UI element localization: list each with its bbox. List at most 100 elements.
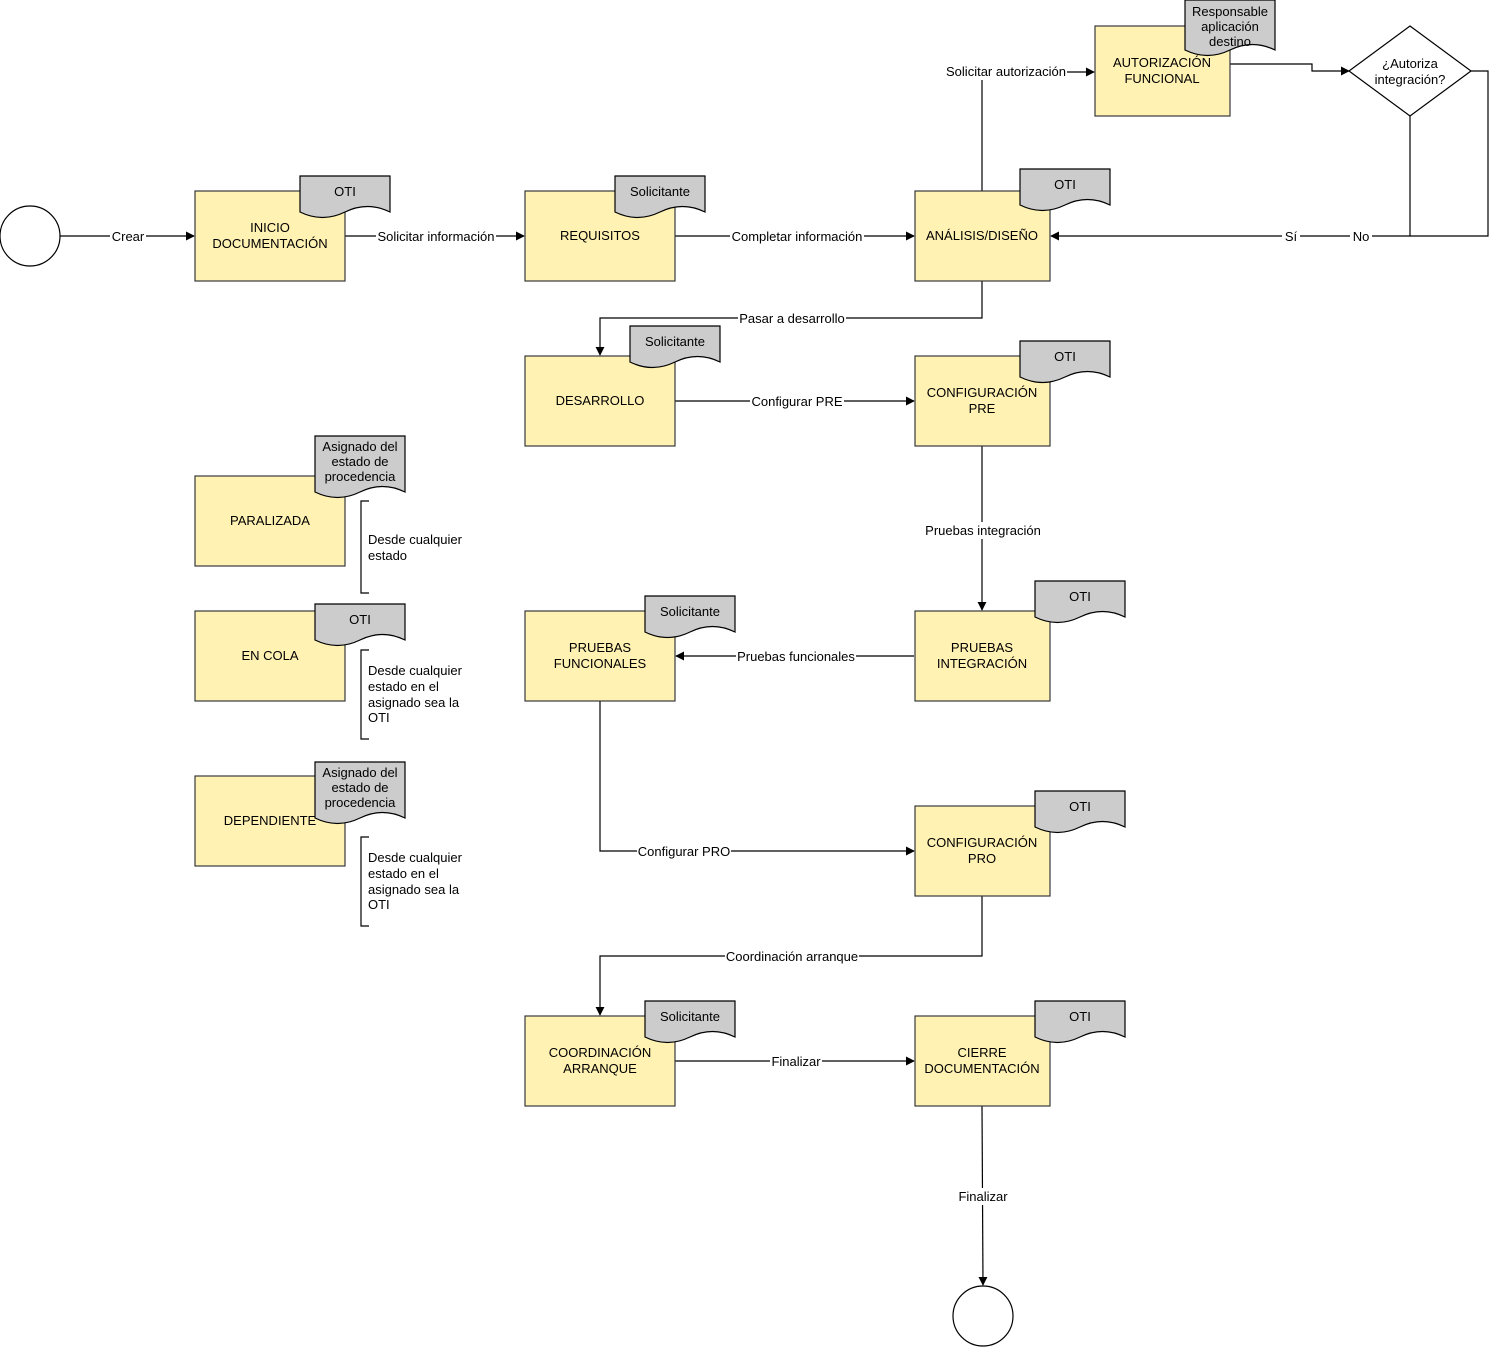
- role-text: OTI: [1054, 349, 1076, 364]
- state-label-line-1: AUTORIZACIÓN: [1113, 55, 1211, 70]
- state-label: DESARROLLO: [556, 393, 645, 408]
- role-text-line-1: Asignado del: [322, 439, 397, 454]
- state-label-line-2: DOCUMENTACIÓN: [924, 1061, 1039, 1076]
- state-label: ANÁLISIS/DISEÑO: [926, 228, 1038, 243]
- role-note-oti: [1034, 580, 1126, 624]
- state-label-line-1: CONFIGURACIÓN: [927, 835, 1038, 850]
- state-label: REQUISITOS: [560, 228, 640, 243]
- role-note-solicitante: [644, 595, 736, 639]
- state-label-line-2: PRE: [969, 401, 996, 416]
- decision-autoriza-integracion: ¿Autoriza integración?: [1347, 25, 1473, 117]
- annotation-line-3: asignado sea la: [368, 695, 460, 710]
- annotation-line-2: estado en el: [368, 679, 439, 694]
- role-text-line-3: destino: [1209, 34, 1251, 49]
- svg-text:Solicitar información: Solicitar información: [377, 229, 494, 244]
- role-note-responsable: [1184, 0, 1276, 57]
- svg-text:Sí: Sí: [1285, 229, 1298, 244]
- state-coordinacion-arranque: COORDINACIÓN ARRANQUE Solicitante: [524, 1000, 736, 1107]
- state-label-line-2: INTEGRACIÓN: [937, 656, 1027, 671]
- svg-text:No: No: [1353, 229, 1370, 244]
- role-text-line-2: aplicación: [1201, 19, 1259, 34]
- role-note-asignado: [314, 435, 406, 499]
- svg-text:Finalizar: Finalizar: [771, 1054, 821, 1069]
- role-text: Solicitante: [660, 1009, 720, 1024]
- role-note-oti: [1034, 790, 1126, 834]
- label-finalizar-2: Finalizar: [957, 1188, 1009, 1205]
- annotation-line-2: estado en el: [368, 866, 439, 881]
- label-pruebas-funcionales: Pruebas funcionales: [736, 648, 856, 665]
- role-text: OTI: [1054, 177, 1076, 192]
- state-label: PARALIZADA: [230, 513, 310, 528]
- role-text-line-2: estado de: [331, 780, 388, 795]
- annotation-line-3: asignado sea la: [368, 882, 460, 897]
- svg-text:Crear: Crear: [112, 229, 145, 244]
- state-label: DEPENDIENTE: [224, 813, 317, 828]
- svg-text:Configurar PRE: Configurar PRE: [751, 394, 842, 409]
- state-autorizacion-funcional: AUTORIZACIÓN FUNCIONAL Responsable aplic…: [1094, 0, 1276, 117]
- start-node: [0, 205, 61, 267]
- state-pruebas-integracion: PRUEBAS INTEGRACIÓN OTI: [914, 580, 1126, 702]
- state-label-line-2: FUNCIONALES: [554, 656, 647, 671]
- decision-label-line-2: integración?: [1375, 72, 1446, 87]
- state-paralizada: PARALIZADA Asignado del estado de proced…: [194, 435, 463, 594]
- svg-text:Configurar PRO: Configurar PRO: [638, 844, 730, 859]
- role-text: OTI: [334, 184, 356, 199]
- edge-labels: Crear Solicitar información Completar in…: [110, 63, 1372, 1205]
- state-label: EN COLA: [241, 648, 298, 663]
- label-pasar-desarrollo: Pasar a desarrollo: [738, 310, 846, 327]
- end-node: [952, 1285, 1014, 1347]
- role-note-oti: [1019, 340, 1111, 384]
- annotation-line-4: OTI: [368, 897, 390, 912]
- label-solicitar-informacion: Solicitar información: [376, 228, 496, 245]
- role-text: OTI: [1069, 799, 1091, 814]
- svg-text:Completar información: Completar información: [732, 229, 863, 244]
- edge-configurar-pro: [599, 701, 915, 856]
- state-label-line-2: PRO: [968, 851, 996, 866]
- state-label-line-1: PRUEBAS: [951, 640, 1013, 655]
- state-label-line-2: FUNCIONAL: [1124, 71, 1199, 86]
- role-text-line-2: estado de: [331, 454, 388, 469]
- role-note-solicitante: [644, 1000, 736, 1044]
- role-text: OTI: [1069, 1009, 1091, 1024]
- state-label-line-1: PRUEBAS: [569, 640, 631, 655]
- annotation-bracket: [360, 500, 369, 594]
- label-coordinacion-arranque: Coordinación arranque: [725, 948, 859, 965]
- state-cierre-documentacion: CIERRE DOCUMENTACIÓN OTI: [914, 1000, 1126, 1107]
- state-label-line-1: INICIO: [250, 220, 290, 235]
- state-label-line-1: COORDINACIÓN: [549, 1045, 652, 1060]
- svg-text:Solicitar autorización: Solicitar autorización: [946, 64, 1066, 79]
- role-text-line-3: procedencia: [325, 469, 397, 484]
- role-text: Solicitante: [660, 604, 720, 619]
- state-dependiente: DEPENDIENTE Asignado del estado de proce…: [194, 761, 463, 927]
- role-note-solicitante: [629, 325, 721, 369]
- label-configurar-pre: Configurar PRE: [750, 393, 844, 410]
- edge-no: [1410, 70, 1489, 237]
- state-label-line-2: ARRANQUE: [563, 1061, 637, 1076]
- label-si: Sí: [1282, 228, 1300, 245]
- role-note-oti: [1034, 1000, 1126, 1044]
- edge-to-decision: [1230, 63, 1350, 76]
- svg-text:Pruebas funcionales: Pruebas funcionales: [737, 649, 855, 664]
- role-text: Solicitante: [645, 334, 705, 349]
- state-pruebas-funcionales: PRUEBAS FUNCIONALES Solicitante: [524, 595, 736, 702]
- role-note-oti: [314, 603, 406, 647]
- svg-text:Pasar a desarrollo: Pasar a desarrollo: [739, 311, 845, 326]
- label-solicitar-autorizacion: Solicitar autorización: [945, 63, 1067, 80]
- annotation-bracket: [360, 836, 369, 927]
- state-desarrollo: DESARROLLO Solicitante: [524, 325, 721, 447]
- decision-label-line-1: ¿Autoriza: [1382, 56, 1438, 71]
- role-text: OTI: [1069, 589, 1091, 604]
- state-requisitos: REQUISITOS Solicitante: [524, 175, 706, 282]
- state-configuracion-pro: CONFIGURACIÓN PRO OTI: [914, 790, 1126, 897]
- annotation-line-1: Desde cualquier: [368, 532, 463, 547]
- role-text-line-3: procedencia: [325, 795, 397, 810]
- annotation-bracket: [360, 649, 369, 740]
- state-analisis-diseno: ANÁLISIS/DISEÑO OTI: [914, 168, 1111, 282]
- svg-text:Pruebas integración: Pruebas integración: [925, 523, 1041, 538]
- role-text: OTI: [349, 612, 371, 627]
- state-label-line-1: CIERRE: [957, 1045, 1006, 1060]
- annotation-line-1: Desde cualquier: [368, 663, 463, 678]
- annotation-line-4: OTI: [368, 710, 390, 725]
- annotation-line-2: estado: [368, 548, 407, 563]
